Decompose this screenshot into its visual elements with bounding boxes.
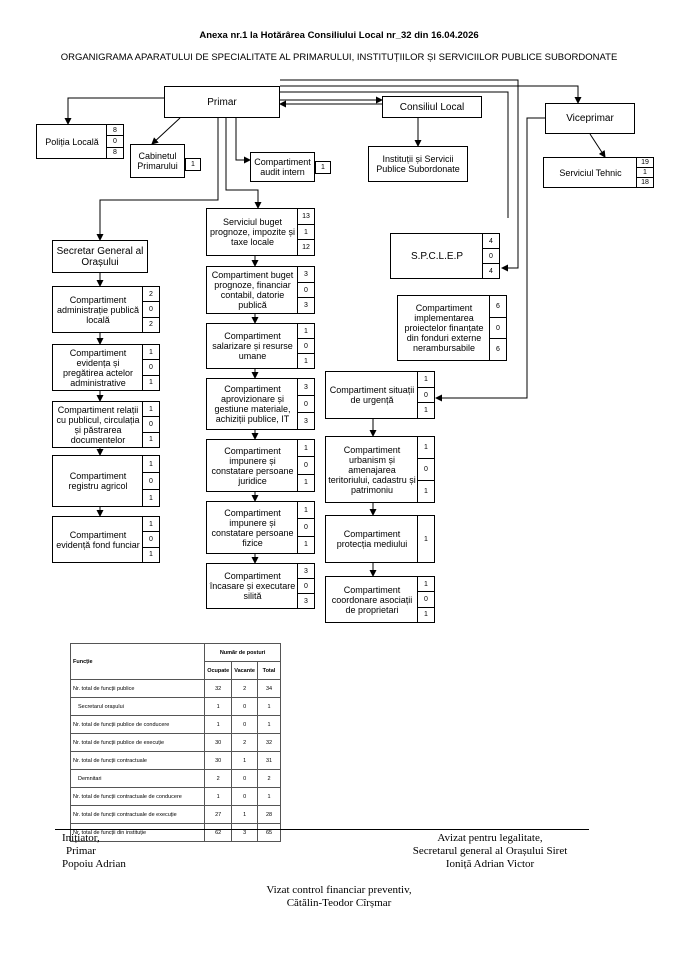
box-urbanism: Compartiment urbanism și amenajarea teri… [325, 436, 435, 503]
table-row: Nr. total de funcții contractuale de con… [69, 787, 281, 806]
box-cabinetul-primarului: Cabinetul Primarului [130, 144, 185, 178]
box-serviciul-buget: Serviciul buget prognoze, impozite și ta… [206, 208, 315, 256]
table-row: Nr. total de funcții publice de execuție… [69, 733, 281, 752]
chart-title: ORGANIGRAMA APARATULUI DE SPECIALITATE A… [60, 52, 618, 63]
box-implementare-proiecte: Compartiment implementarea proiectelor f… [397, 295, 507, 361]
signature-avizat: Avizat pentru legalitate, Secretarul gen… [412, 832, 568, 870]
signature-divider [55, 829, 589, 830]
box-evidenta-acte: Compartiment evidența și pregătirea acte… [52, 344, 160, 391]
box-secretar-general: Secretar General al Orașului [52, 240, 148, 273]
box-institutii-servicii: Instituții și Servicii Publice Subordona… [368, 146, 468, 182]
box-persoane-juridice: Compartiment impunere și constatare pers… [206, 439, 315, 492]
box-consiliul-local: Consiliul Local [382, 96, 482, 118]
box-salarizare: Compartiment salarizare și resurse umane… [206, 323, 315, 369]
signature-initiator: Inițiator, Primar Popoiu Adrian [62, 832, 126, 870]
box-administratie-publica: Compartiment administrație publică local… [52, 286, 160, 333]
col-total: Total [257, 661, 281, 680]
box-aprovizionare: Compartiment aprovizionare și gestiune m… [206, 378, 315, 430]
col-vacante: Vacante [231, 661, 258, 680]
box-relatii-publicul: Compartiment relații cu publicul, circul… [52, 401, 160, 448]
cabinet-count: 1 [185, 158, 201, 171]
box-audit-intern: Compartiment audit intern [250, 152, 315, 182]
col-numar-posturi: Număr de posturi [204, 643, 281, 662]
signature-control-financiar: Vizat control financiar preventiv, Cătăl… [266, 884, 412, 909]
box-viceprimar: Viceprimar [545, 103, 635, 134]
col-ocupate: Ocupate [204, 661, 233, 680]
box-incasare-executare: Compartiment încasare și executare silit… [206, 563, 315, 609]
table-row: Nr. total de funcții contractuale de exe… [69, 805, 281, 824]
box-primar: Primar [164, 86, 280, 118]
box-compartiment-buget: Compartiment buget prognoze, financiar c… [206, 266, 315, 314]
box-persoane-fizice: Compartiment impunere și constatare pers… [206, 501, 315, 554]
col-functie: Funcție [69, 643, 206, 680]
annex-title: Anexa nr.1 la Hotărârea Consiliului Loca… [199, 30, 479, 41]
audit-count: 1 [315, 161, 331, 174]
box-protectia-mediului: Compartiment protecția mediului 1 [325, 515, 435, 563]
posts-table: Funcție Număr de posturi Ocupate Vacante… [69, 643, 281, 842]
table-row: Nr. total de funcții publice de conducer… [69, 715, 281, 734]
box-asociatii-proprietari: Compartiment coordonare asociații de pro… [325, 576, 435, 623]
